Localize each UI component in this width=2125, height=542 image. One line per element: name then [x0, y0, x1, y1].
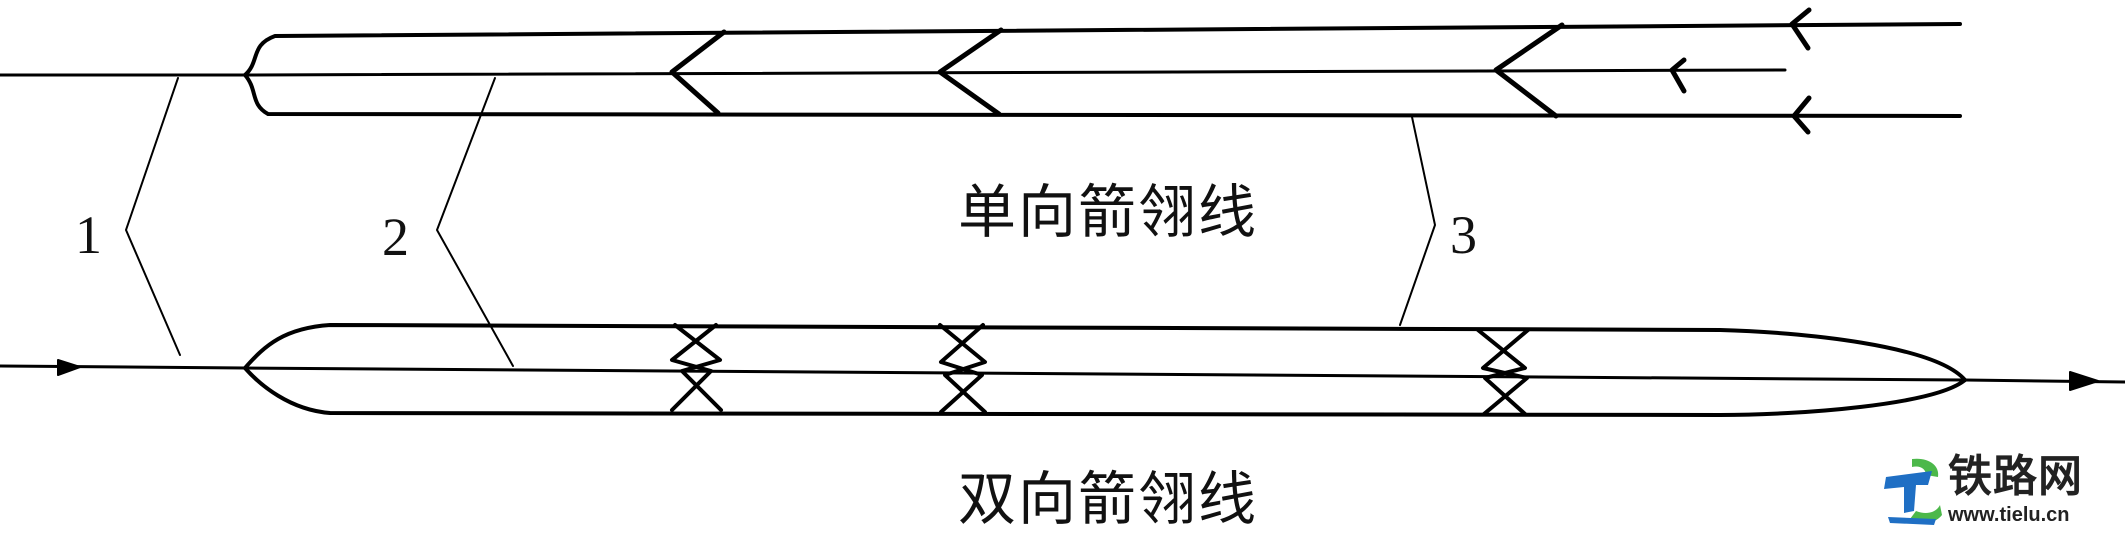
- double-direction-title: 双向箭翎线: [958, 465, 1259, 533]
- callout-label-2: 2: [382, 207, 409, 267]
- callout-label-1: 1: [75, 205, 102, 265]
- watermark-url: www.tielu.cn: [1948, 504, 2070, 526]
- watermark-logo: 铁路网 www.tielu.cn: [1880, 455, 2110, 530]
- single-direction-layout: [0, 7, 1962, 135]
- watermark-name: 铁路网: [1948, 451, 2083, 502]
- tielu-logo-icon: [1884, 458, 1942, 525]
- single-direction-title: 单向箭翎线: [958, 178, 1259, 246]
- callout-leaders: [125, 77, 1436, 367]
- double-direction-layout: [0, 323, 2125, 417]
- callout-label-3: 3: [1450, 205, 1477, 265]
